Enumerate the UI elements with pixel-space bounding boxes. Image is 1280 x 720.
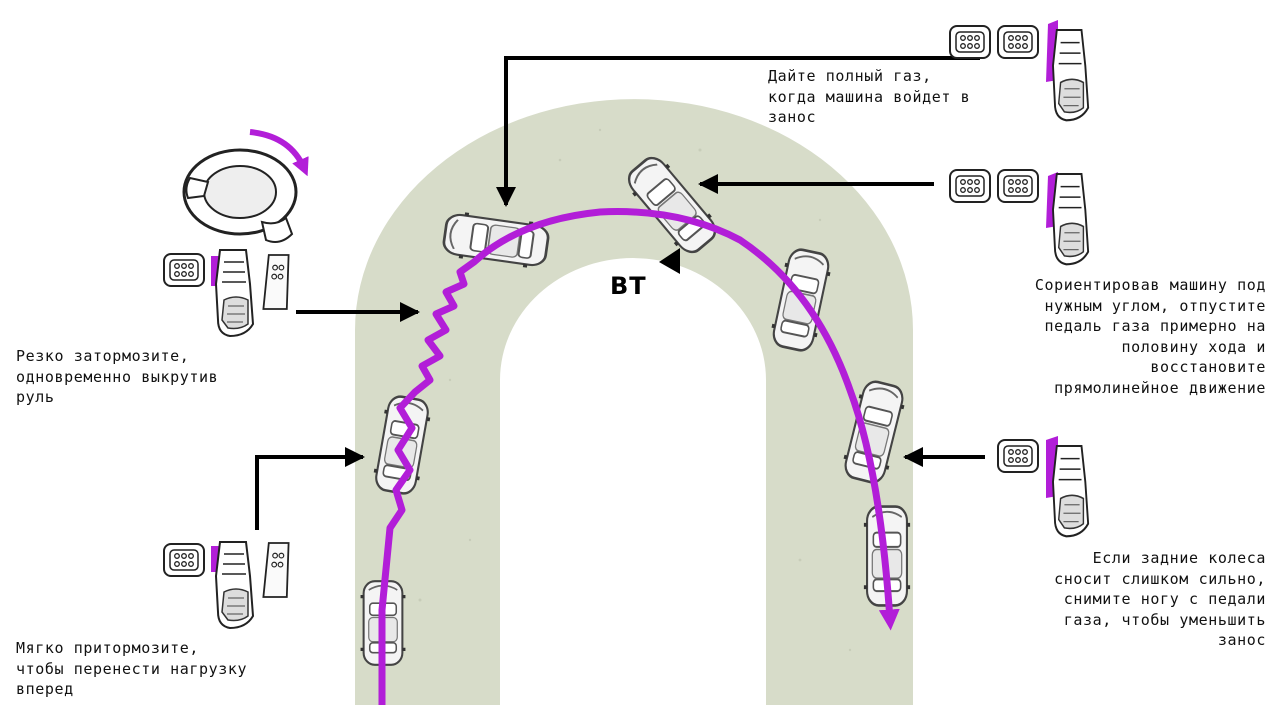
pressure-indicator [211, 256, 219, 286]
foot-on-pedal-icon [1051, 172, 1090, 266]
gas-pedal-icon [262, 254, 290, 310]
apex-marker-icon [659, 248, 680, 274]
pedals-step2 [163, 249, 290, 337]
gas-pedal-icon [262, 542, 290, 598]
arrow-step3 [496, 56, 980, 207]
step4-text: Сориентировав машину под нужным углом, о… [1034, 276, 1266, 397]
brake-pedal-icon [997, 25, 1039, 59]
apex-label: ВТ [610, 272, 647, 300]
pedals-step1 [163, 541, 290, 629]
foot-on-pedal-icon [1051, 28, 1090, 122]
arrow-step1 [255, 447, 365, 530]
pedals-step5 [997, 436, 1090, 538]
steering-wheel-icon [182, 129, 309, 243]
driving-path [378, 208, 900, 705]
foot-on-pedal-icon [215, 249, 254, 337]
step1-text: Мягко притормозите, чтобы перенести нагр… [16, 639, 248, 698]
brake-pedal-icon [949, 169, 991, 203]
foot-on-pedal-icon [1051, 444, 1090, 538]
pedals-step4 [949, 169, 1090, 266]
foot-on-pedal-icon [215, 541, 254, 629]
brake-pedal-icon [163, 543, 205, 577]
step3-text: Дайте полный газ, когда машина войдет в … [768, 67, 971, 126]
brake-pedal-icon [997, 439, 1039, 473]
pressure-indicator [211, 546, 219, 572]
step5-text: Если задние колеса сносит слишком сильно… [1054, 549, 1266, 649]
brake-pedal-icon [949, 25, 991, 59]
brake-pedal-icon [163, 253, 205, 287]
pedals-step3 [949, 20, 1090, 122]
brake-pedal-icon [997, 169, 1039, 203]
step2-text: Резко затормозите, одновременно выкрутив… [16, 347, 219, 406]
